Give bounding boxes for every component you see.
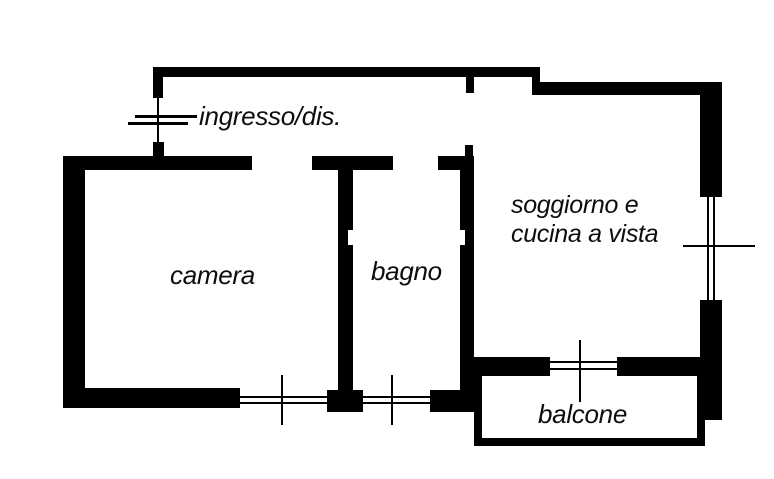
wall-camera-top [63,156,252,170]
wall-top-step [532,67,540,95]
wall-mid-top [312,156,393,170]
entrance-door-swing-line [135,115,197,118]
window-line [707,197,709,300]
wall-bagno-bottom [327,390,363,412]
room-label-balcone: balcone [538,399,627,429]
balcony-parapet-left [474,376,482,446]
divider-notch-left [348,230,353,245]
wall-camera-bagno-divider [338,170,353,392]
window-line [550,368,617,370]
room-label-soggiorno: soggiorno e cucina a vista [511,191,659,248]
wall-bagno-top-right [438,156,474,170]
wall-entry-stub-lower [153,142,164,157]
wall-bottom-pier [430,390,474,412]
window-tick [281,375,283,425]
window-line [713,197,715,300]
wall-top-right [532,82,722,95]
window-line [363,402,430,404]
divider-notch-right [460,230,465,245]
window-tick [391,375,393,425]
wall-hall-stub-lower [465,145,473,157]
window-line [550,361,617,363]
window-line [240,402,327,404]
balcony-parapet-right [697,376,705,446]
balcony-parapet-bottom [474,438,705,446]
room-label-camera: camera [170,260,255,290]
wall-left [63,156,85,408]
window-line [240,396,327,398]
entrance-door-swing-line [128,122,188,125]
wall-hall-stub-upper [466,77,474,93]
wall-entry-stub-upper [153,67,163,98]
wall-soggiorno-bottom-right [617,357,700,376]
wall-soggiorno-bottom-left [460,357,550,376]
window-tick [579,340,581,402]
wall-camera-bottom [63,388,240,408]
window-line [363,396,430,398]
wall-right-upper [700,82,722,197]
window-tick [683,245,755,247]
room-label-bagno: bagno [371,256,442,286]
wall-right-lower [700,300,722,420]
entrance-door-line [157,98,159,142]
wall-top [153,67,540,77]
room-label-ingresso: ingresso/dis. [199,101,342,131]
